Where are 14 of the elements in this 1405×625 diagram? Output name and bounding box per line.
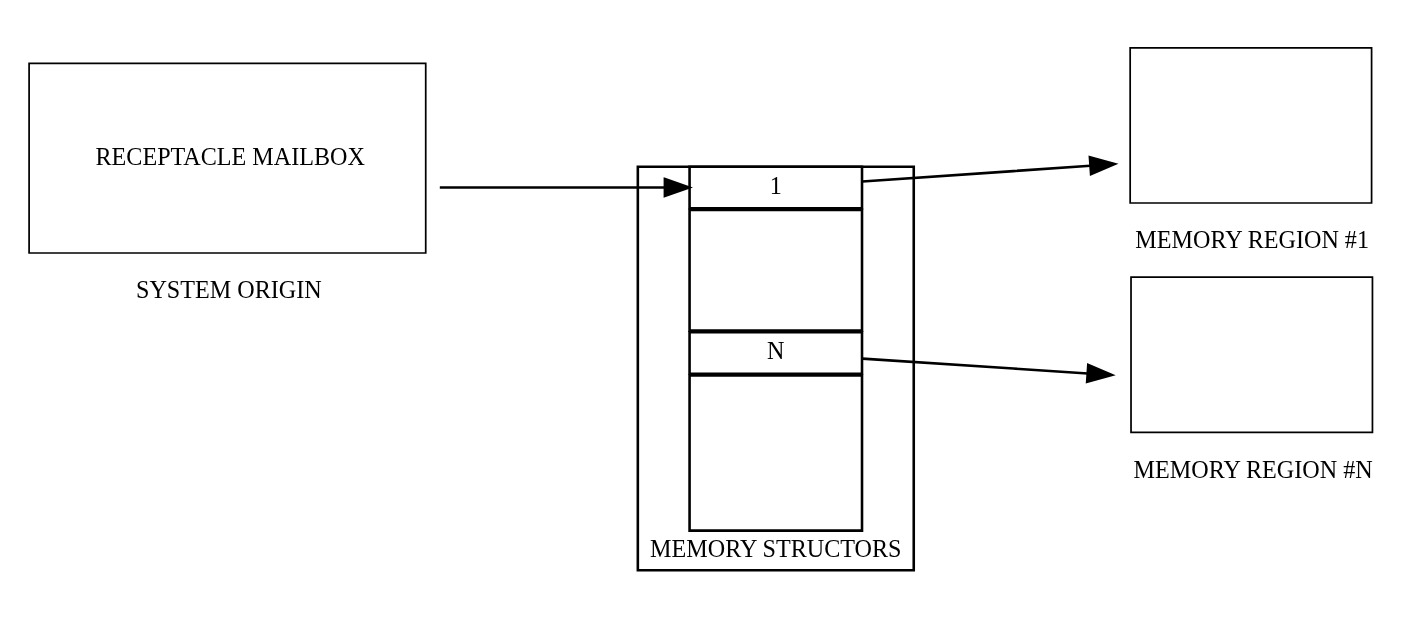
node-box [1129,46,1373,204]
node-label: MEMORY REGION #1 [1135,226,1370,254]
node-label: SYSTEM ORIGIN [136,276,322,304]
node-box [1130,276,1374,434]
arrow [439,177,693,198]
node-label: MEMORY REGION #N [1133,455,1373,483]
node-box: RECEPTACLE MAILBOX [28,62,427,254]
node-box: N [688,331,864,375]
node-box: 1 [688,165,864,210]
node-label: MEMORY STRUCTORS [650,534,902,562]
arrow [862,357,1116,384]
arrow [862,155,1119,183]
node-box [688,208,864,332]
node-box [688,374,864,532]
